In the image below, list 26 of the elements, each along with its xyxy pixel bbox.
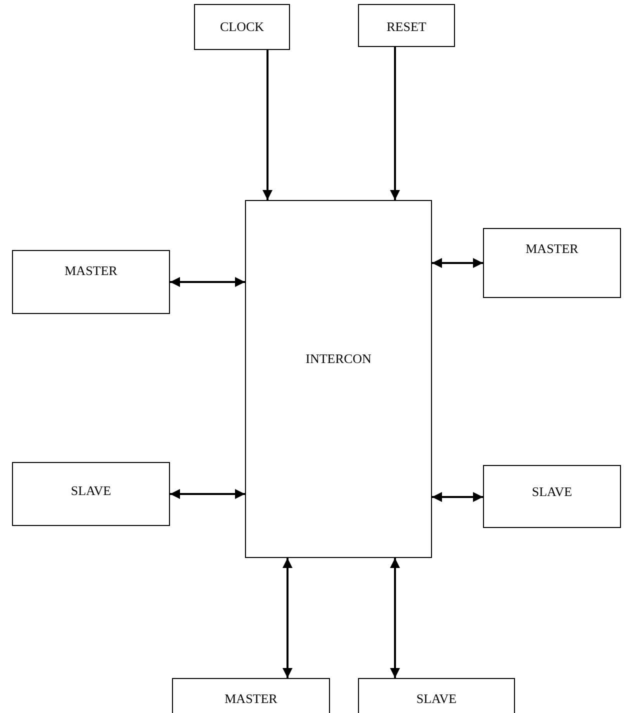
double-arrow xyxy=(432,258,483,268)
block-label: MASTER xyxy=(64,263,118,279)
block-box xyxy=(12,462,170,526)
block-label: CLOCK xyxy=(220,19,264,35)
block-box xyxy=(358,678,515,713)
block-box xyxy=(358,4,455,47)
double-arrow xyxy=(282,558,292,678)
double-arrow xyxy=(390,47,400,200)
double-arrow xyxy=(262,50,272,200)
block-box xyxy=(194,4,290,50)
block-label: SLAVE xyxy=(532,484,572,500)
double-arrow xyxy=(390,558,400,678)
block-box xyxy=(483,228,621,298)
block-label: RESET xyxy=(386,19,426,35)
block-box xyxy=(483,465,621,528)
block-box xyxy=(12,250,170,314)
block-label: SLAVE xyxy=(416,691,457,707)
block-label: MASTER xyxy=(526,241,578,257)
block-label: INTERCON xyxy=(306,351,372,367)
double-arrow xyxy=(432,492,483,502)
double-arrow xyxy=(170,489,245,499)
block-label: MASTER xyxy=(224,691,278,707)
interconnect-box xyxy=(245,200,432,558)
block-label: SLAVE xyxy=(70,483,112,499)
double-arrow xyxy=(170,277,245,287)
block-box xyxy=(172,678,330,713)
